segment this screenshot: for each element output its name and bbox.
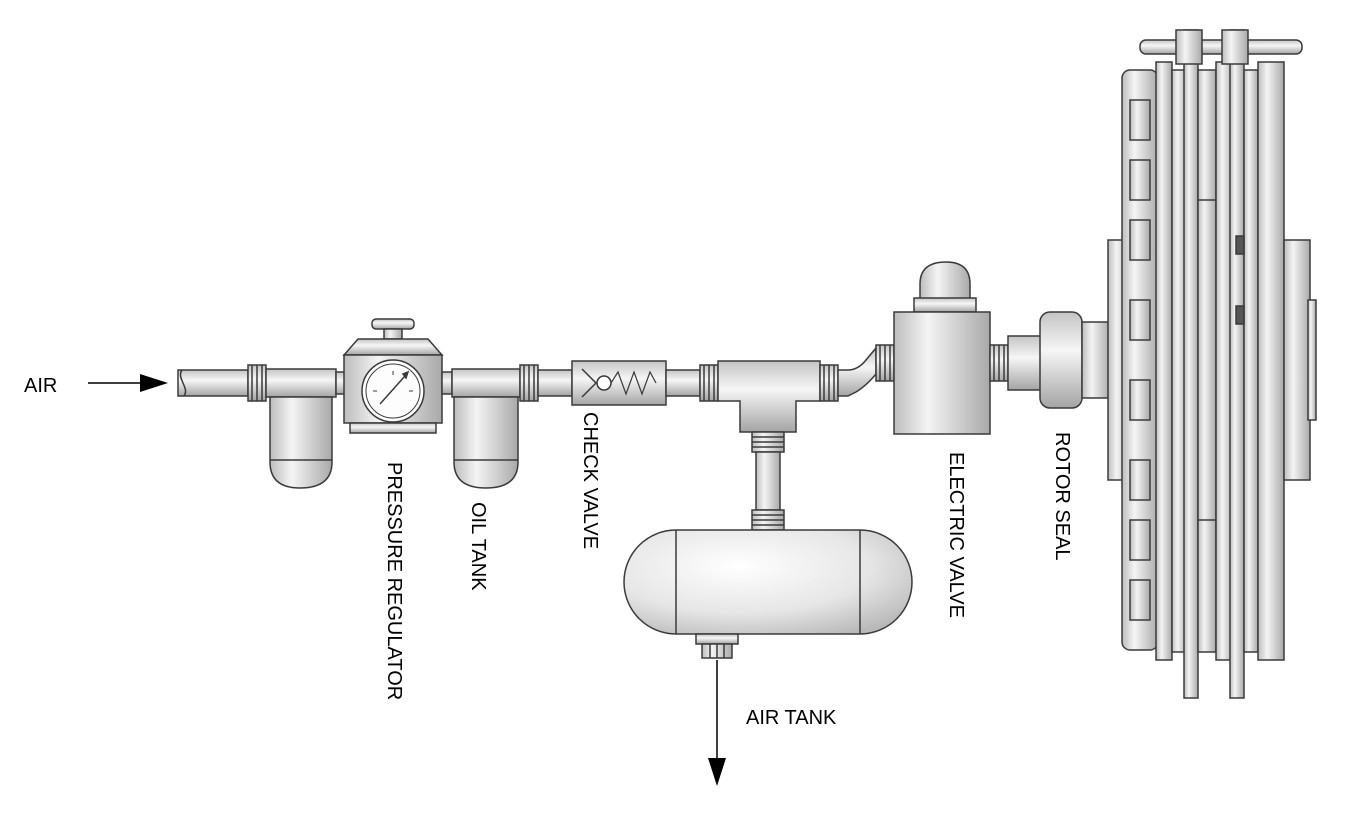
label-rotor-seal: ROTOR SEAL bbox=[1051, 432, 1073, 561]
rotor-seal bbox=[1039, 311, 1111, 409]
bent-pipe bbox=[837, 344, 895, 397]
filter-cup bbox=[265, 368, 347, 489]
tee-fitting bbox=[717, 360, 839, 433]
label-pressure-regulator: PRESSURE REGULATOR bbox=[383, 462, 405, 700]
pressure-regulator bbox=[342, 318, 453, 434]
label-oil-tank: OIL TANK bbox=[467, 502, 489, 591]
label-electric-valve: ELECTRIC VALVE bbox=[945, 452, 967, 618]
electric-valve bbox=[893, 261, 1043, 435]
pressure-gauge-icon bbox=[361, 359, 425, 423]
label-check-valve: CHECK VALVE bbox=[579, 412, 601, 549]
air-tank bbox=[623, 529, 913, 659]
tank-feed-pipe bbox=[751, 431, 785, 531]
pipe-segment-3 bbox=[665, 364, 719, 402]
check-valve bbox=[571, 360, 667, 406]
inlet-pipe bbox=[177, 364, 267, 402]
label-air-tank: AIR TANK bbox=[746, 707, 837, 729]
oil-tank bbox=[451, 368, 521, 489]
pipe-segment-2 bbox=[519, 364, 573, 402]
drain-arrow bbox=[708, 660, 726, 786]
air-inlet-arrow bbox=[88, 374, 168, 392]
label-air: AIR bbox=[24, 375, 57, 397]
clutch-assembly bbox=[1107, 29, 1317, 699]
